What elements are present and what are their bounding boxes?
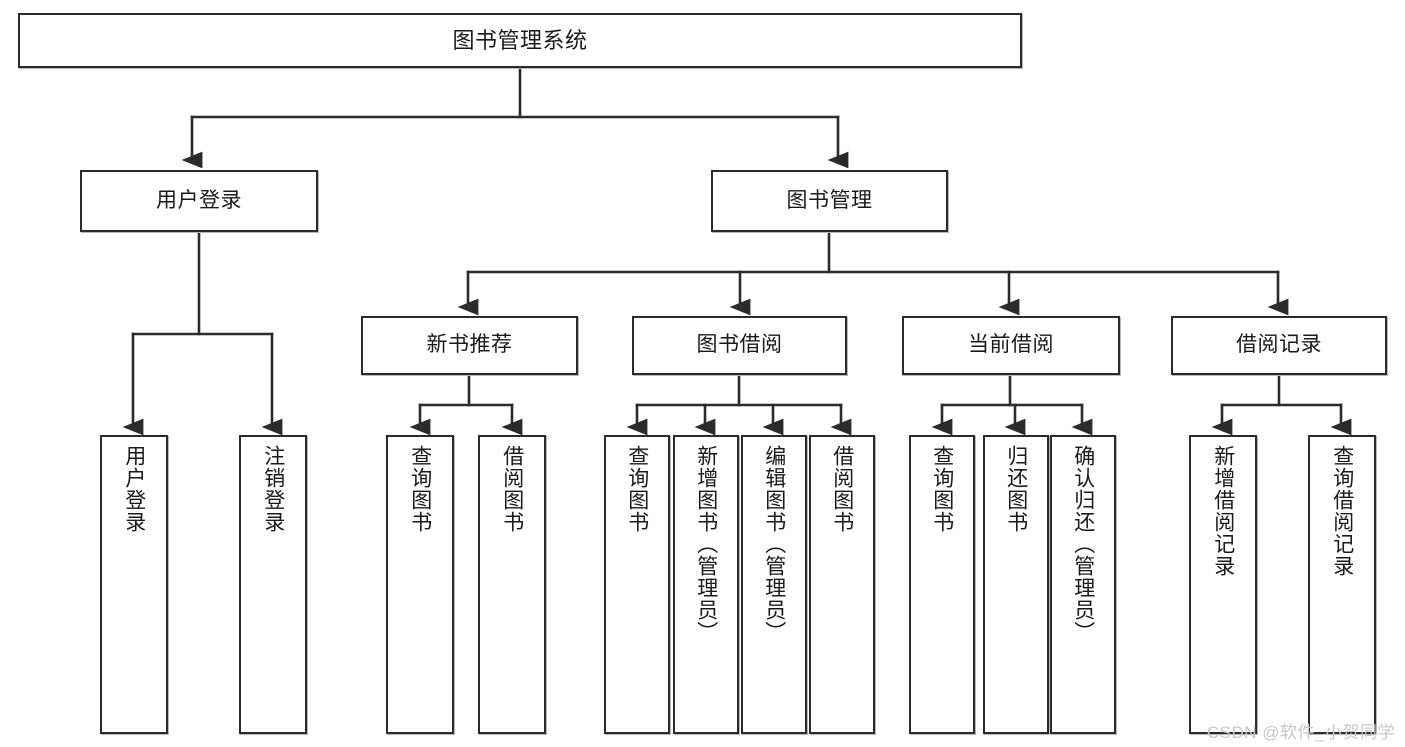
node-label: 借阅图书 — [500, 445, 524, 533]
node-current-borrow[interactable]: 当前借阅 — [902, 316, 1120, 375]
node-label: 查询图书 — [625, 445, 649, 533]
node-leaf-borrow-book-2[interactable]: 借阅图书 — [809, 435, 875, 734]
node-borrow-record[interactable]: 借阅记录 — [1171, 316, 1387, 375]
node-label: 编辑图书（管理员） — [762, 445, 786, 643]
node-label: 图书管理系统 — [452, 27, 588, 53]
node-leaf-return-book[interactable]: 归还图书 — [983, 435, 1049, 734]
node-leaf-query-book-3[interactable]: 查询图书 — [909, 435, 975, 734]
node-label: 借阅记录 — [1236, 333, 1322, 357]
node-leaf-user-login[interactable]: 用户登录 — [100, 435, 168, 734]
node-label: 新增图书（管理员） — [694, 445, 718, 643]
node-label: 图书管理 — [786, 188, 873, 212]
node-leaf-add-book[interactable]: 新增图书（管理员） — [673, 435, 739, 734]
node-label: 新书推荐 — [426, 333, 513, 357]
node-leaf-query-book-1[interactable]: 查询图书 — [386, 435, 454, 734]
node-leaf-query-record[interactable]: 查询借阅记录 — [1308, 435, 1376, 734]
node-root-system[interactable]: 图书管理系统 — [18, 13, 1022, 68]
node-leaf-borrow-book-1[interactable]: 借阅图书 — [478, 435, 546, 734]
node-label: 查询图书 — [408, 445, 432, 533]
node-label: 借阅图书 — [830, 445, 854, 533]
node-label: 用户登录 — [122, 445, 146, 533]
node-label: 归还图书 — [1004, 445, 1028, 533]
node-leaf-logout[interactable]: 注销登录 — [239, 435, 307, 734]
node-label: 图书借阅 — [696, 333, 783, 357]
node-label: 当前借阅 — [968, 333, 1054, 357]
node-book-borrow[interactable]: 图书借阅 — [632, 316, 847, 375]
node-label: 查询借阅记录 — [1330, 445, 1354, 577]
node-user-login[interactable]: 用户登录 — [80, 170, 318, 232]
node-leaf-add-record[interactable]: 新增借阅记录 — [1189, 435, 1257, 734]
node-leaf-edit-book[interactable]: 编辑图书（管理员） — [741, 435, 807, 734]
node-leaf-confirm-return[interactable]: 确认归还（管理员） — [1050, 435, 1116, 734]
csdn-watermark: CSDN @软件_小贺同学 — [1206, 723, 1395, 742]
node-leaf-query-book-2[interactable]: 查询图书 — [604, 435, 670, 734]
node-new-book-rec[interactable]: 新书推荐 — [361, 316, 578, 375]
node-label: 查询图书 — [930, 445, 954, 533]
node-label: 用户登录 — [156, 188, 242, 212]
node-book-manage[interactable]: 图书管理 — [711, 170, 948, 232]
node-label: 注销登录 — [261, 445, 285, 533]
node-label: 新增借阅记录 — [1211, 445, 1235, 577]
node-label: 确认归还（管理员） — [1071, 445, 1095, 643]
